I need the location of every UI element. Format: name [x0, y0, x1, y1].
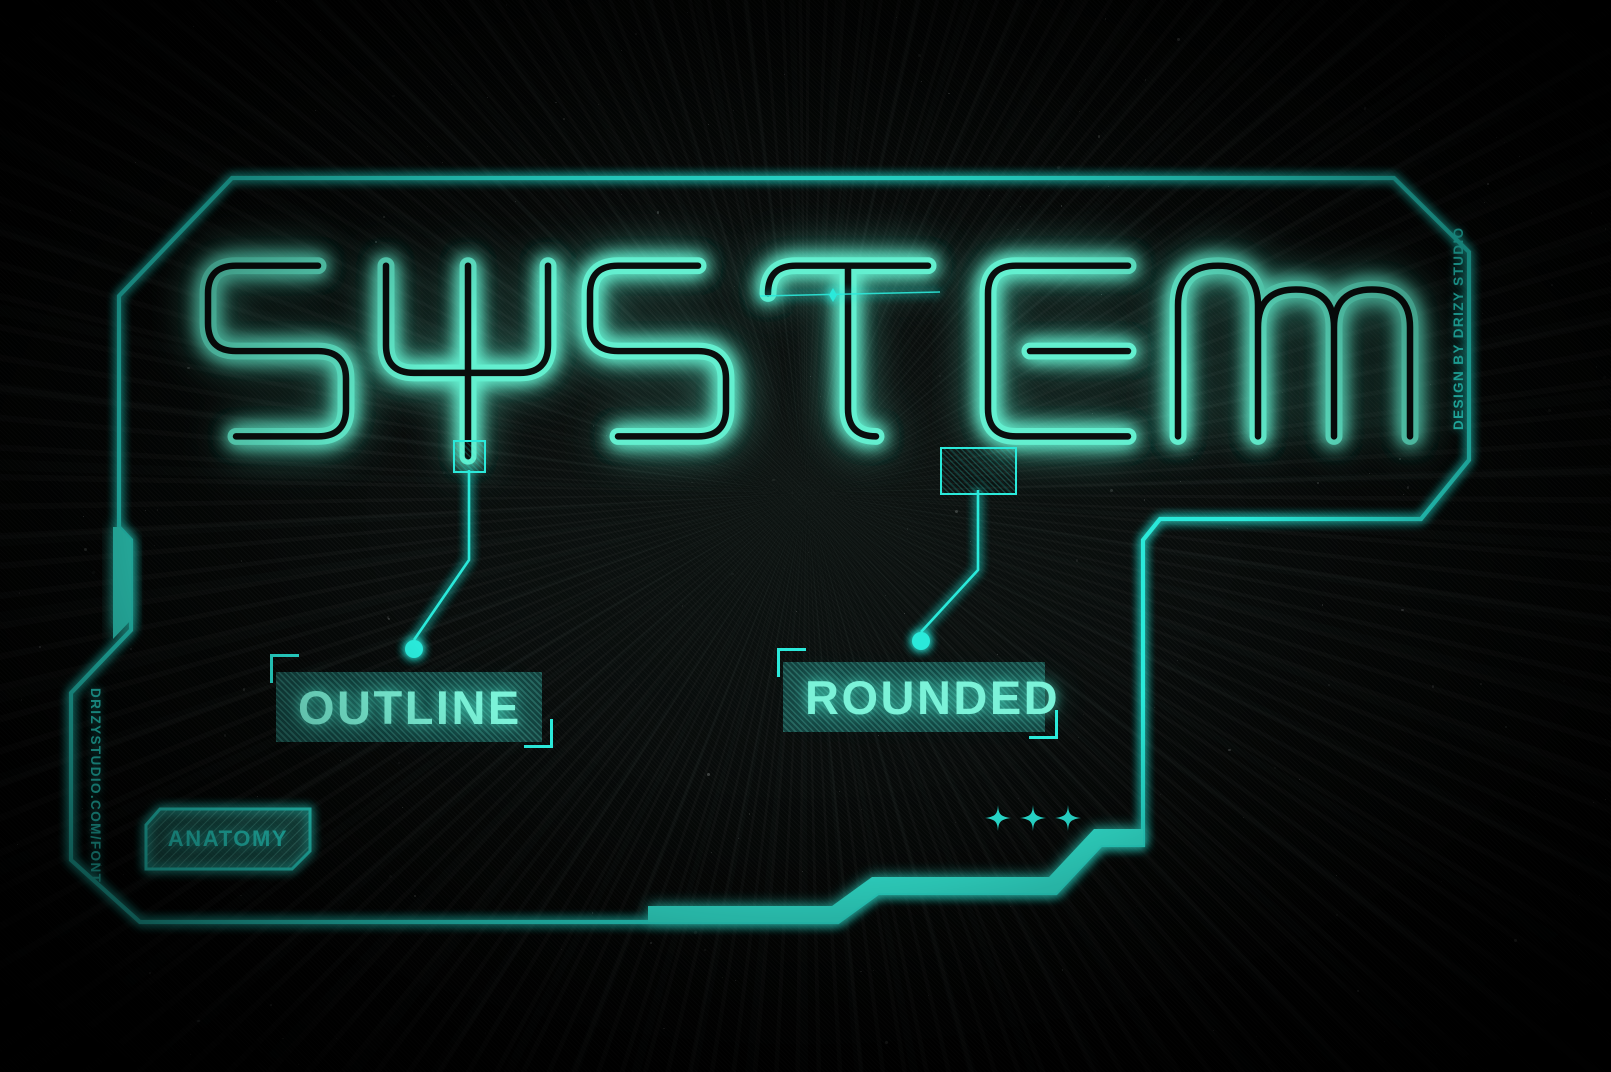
four-point-star-icon-3	[1055, 805, 1081, 831]
frame-bottom-accent-bar	[648, 829, 1143, 922]
four-point-star-icon-2	[1020, 805, 1046, 831]
leader-dot-rounded	[912, 632, 930, 650]
frame-left-wedge	[113, 527, 131, 639]
guide-marker-diamond	[829, 288, 837, 302]
credit-left-text: DRIZYSTUDIO.COM/FONT	[88, 688, 103, 884]
glyph-Y	[377, 257, 557, 465]
sparkle-decoration-group	[985, 805, 1081, 831]
rect-marker-rounded	[940, 447, 1017, 495]
glyph-S-1	[199, 257, 355, 445]
leader-line-rounded	[920, 490, 980, 633]
leader-dot-outline	[405, 640, 423, 658]
glyph-M	[1169, 257, 1419, 445]
four-point-star-icon-1	[985, 805, 1011, 831]
glyph-E	[979, 257, 1137, 445]
anatomy-badge-label: ANATOMY	[167, 826, 289, 851]
credit-right-text: DESIGN BY DRIZY STUDIO	[1451, 226, 1466, 430]
leader-line-outline	[412, 470, 471, 641]
callout-label-outline: OUTLINE	[298, 680, 522, 734]
glyph-S-2	[581, 257, 735, 445]
anatomy-badge[interactable]: ANATOMY	[144, 807, 312, 871]
square-marker-outline	[453, 440, 486, 473]
callout-tag-outline[interactable]: OUTLINE	[276, 672, 542, 742]
callout-tag-rounded[interactable]: ROUNDED	[783, 662, 1058, 732]
headline-system	[168, 228, 1438, 488]
callout-label-rounded: ROUNDED	[805, 670, 1061, 724]
glyph-T	[759, 257, 937, 445]
guide-line-baseline	[759, 291, 941, 297]
